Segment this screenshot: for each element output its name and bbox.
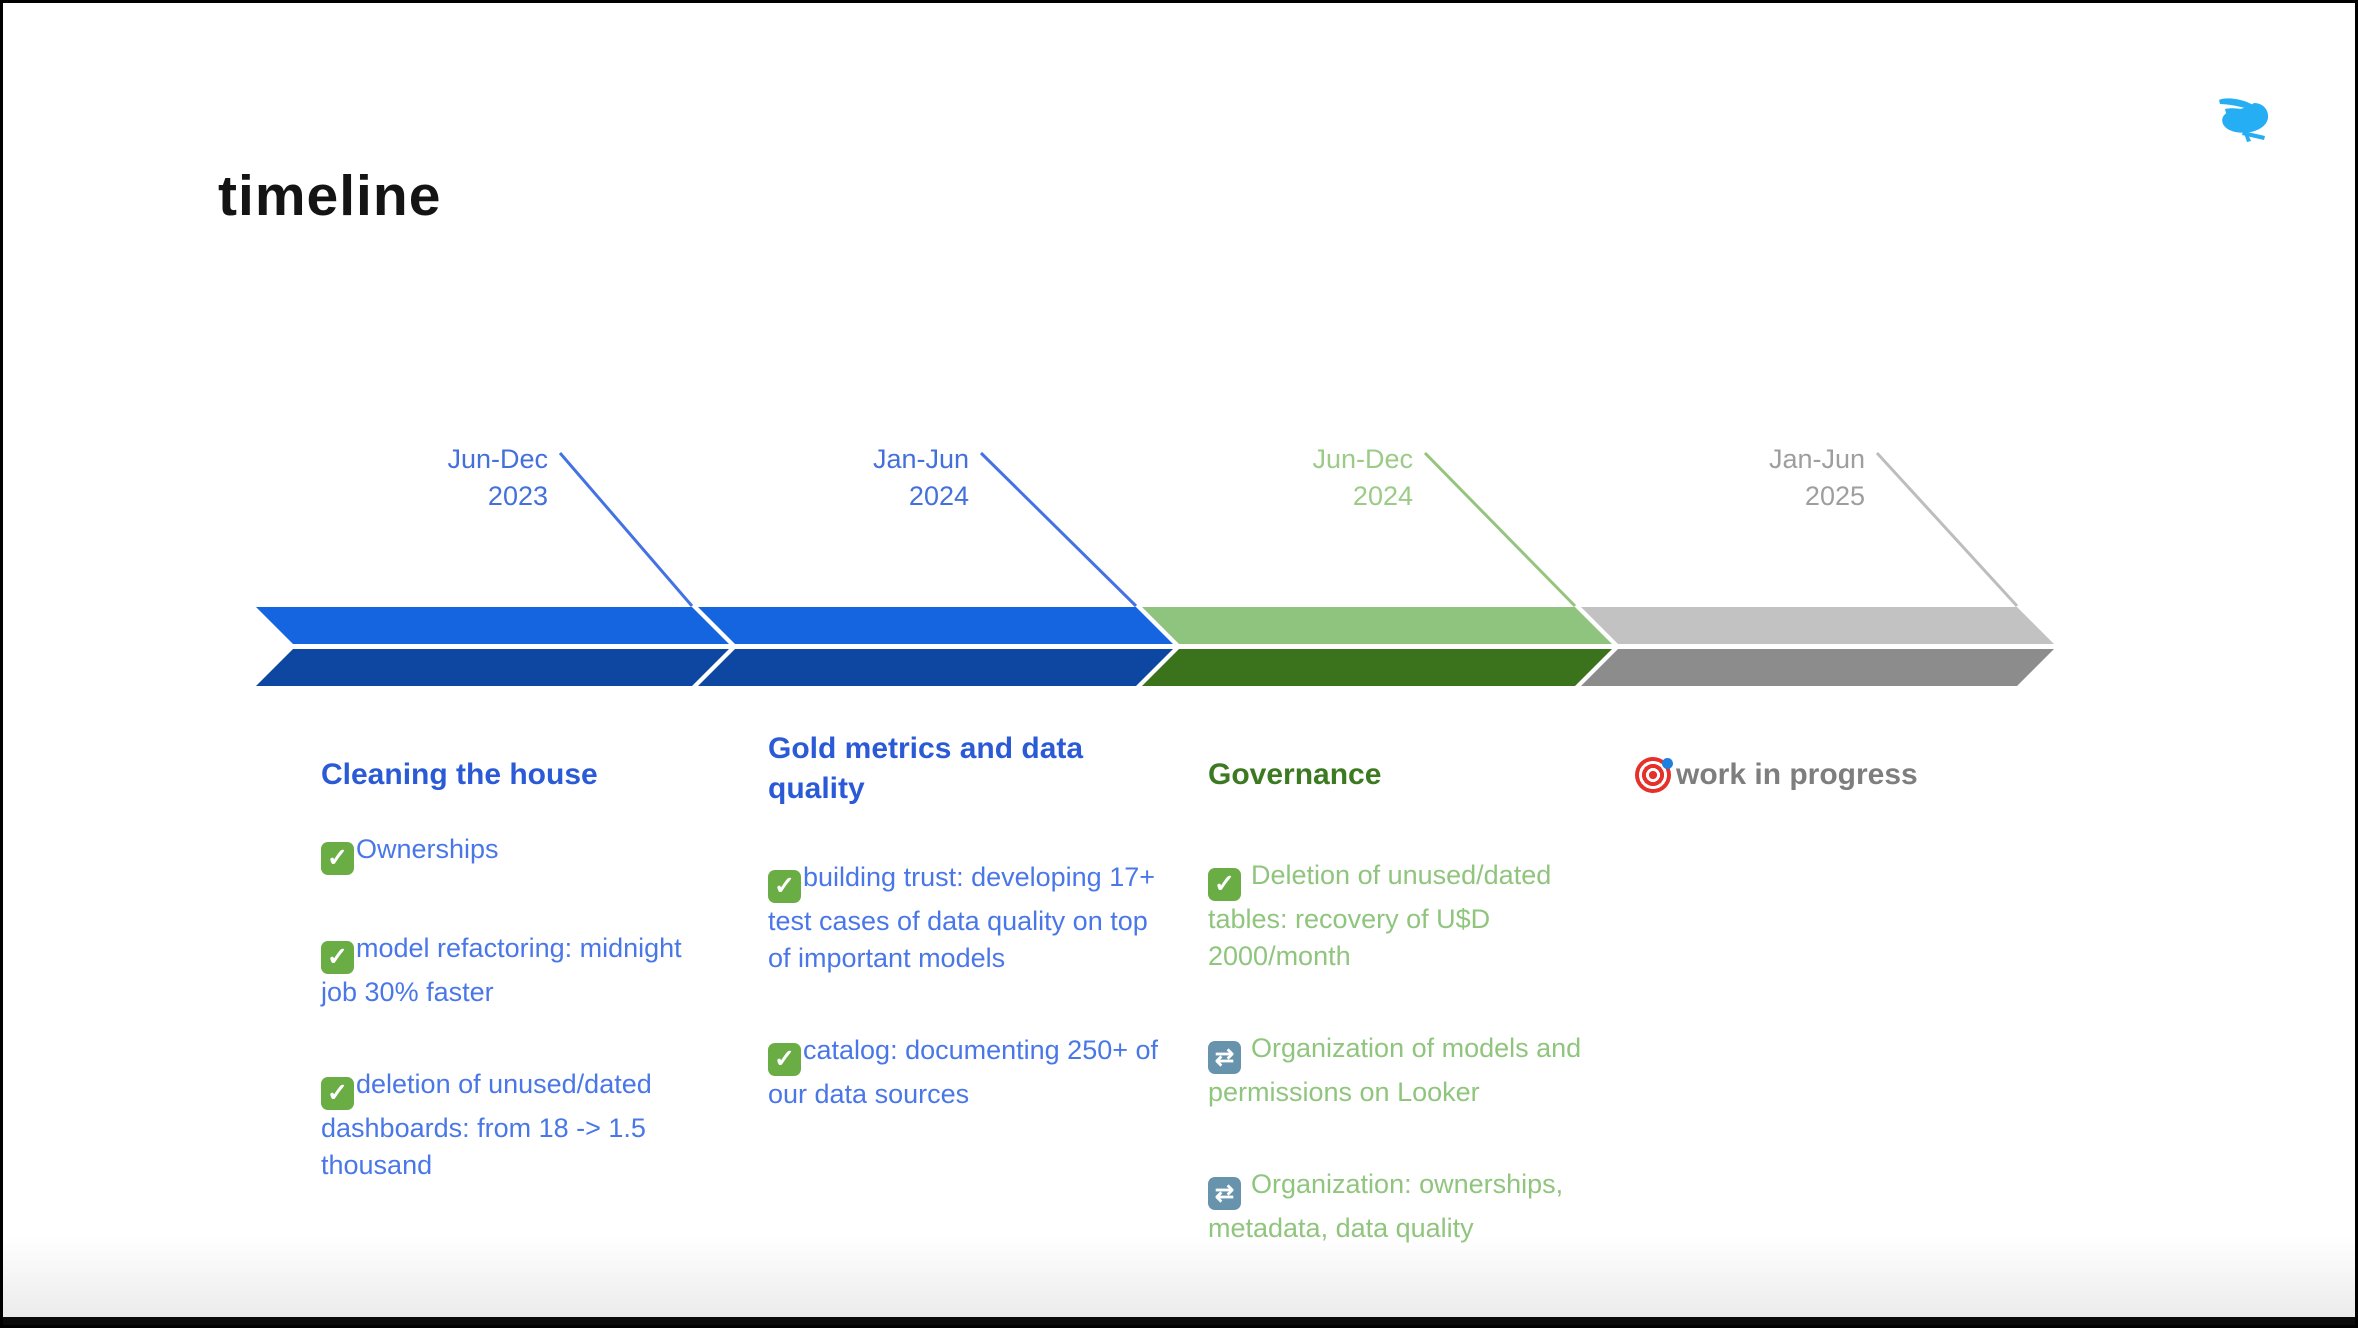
phase-heading: work in progress: [1676, 758, 1918, 791]
period-connector-line: [979, 451, 1138, 608]
arrow-segment: [698, 607, 1173, 644]
refresh-icon: ⇄: [1208, 1041, 1241, 1074]
period-year: 2025: [1804, 481, 1865, 511]
timeline-item: ✓catalog: documenting 250+ of our data s…: [768, 1032, 1168, 1113]
timeline-item: ✓model refactoring: midnight job 30% fas…: [321, 930, 721, 1011]
timeline-item: ✓building trust: developing 17+ test cas…: [768, 859, 1168, 977]
timeline-item: ⇄Organization: ownerships, metadata, dat…: [1208, 1166, 1586, 1247]
check-icon: ✓: [768, 1043, 801, 1076]
check-icon: ✓: [321, 842, 354, 875]
timeline-item: ⇄Organization of models and permissions …: [1208, 1030, 1586, 1111]
arrow-segment: [1142, 649, 1612, 686]
period-label-h2-2023: Jun-Dec 2023: [328, 441, 548, 515]
item-text: Organization of models and permissions o…: [1208, 1033, 1582, 1107]
rabbit-icon: [2213, 87, 2273, 145]
bottom-fade: [3, 1237, 2355, 1317]
period-connector-line: [1875, 451, 2019, 608]
period-year: 2024: [1352, 481, 1413, 511]
bottom-bar: [3, 1317, 2355, 1325]
period-label-h1-2025: Jan-Jun 2025: [1645, 441, 1865, 515]
period-connector-line: [1423, 451, 1577, 608]
period-year: 2024: [908, 481, 969, 511]
period-label-h2-2024: Jun-Dec 2024: [1193, 441, 1413, 515]
phase-column-cleaning-the-house: Cleaning the house ✓Ownerships✓model ref…: [321, 755, 721, 1239]
check-icon: ✓: [321, 1077, 354, 1110]
item-text: Ownerships: [356, 834, 499, 864]
phase-heading: Cleaning the house: [321, 758, 598, 791]
period-months: Jun-Dec: [1312, 444, 1413, 474]
arrow-segment: [256, 649, 729, 686]
period-label-h1-2024: Jan-Jun 2024: [749, 441, 969, 515]
timeline-item: ✓deletion of unused/dated dashboards: fr…: [321, 1066, 721, 1184]
period-months: Jun-Dec: [447, 444, 548, 474]
period-months: Jan-Jun: [1768, 444, 1865, 474]
phase-heading: Gold metrics and data quality: [768, 732, 1084, 805]
item-text: building trust: developing 17+ test case…: [768, 862, 1156, 973]
timeline-arrows: [256, 451, 2054, 686]
check-icon: ✓: [1208, 868, 1241, 901]
period-year: 2023: [487, 481, 548, 511]
phase-items: ✓building trust: developing 17+ test cas…: [768, 859, 1168, 1113]
arrow-segment: [1581, 607, 2054, 644]
item-text: Organization: ownerships, metadata, data…: [1208, 1169, 1564, 1243]
page-title: timeline: [218, 164, 442, 228]
arrow-segment: [1581, 649, 2054, 686]
timeline-item: ✓Ownerships: [321, 831, 721, 875]
check-icon: ✓: [321, 941, 354, 974]
timeline-item: ✓Deletion of unused/dated tables: recove…: [1208, 857, 1586, 975]
arrow-segment: [256, 607, 729, 644]
item-text: deletion of unused/dated dashboards: fro…: [321, 1069, 652, 1180]
check-icon: ✓: [768, 870, 801, 903]
period-connector-line: [558, 452, 694, 607]
phase-heading: Governance: [1208, 758, 1382, 791]
period-months: Jan-Jun: [872, 444, 969, 474]
target-icon: [1635, 757, 1673, 793]
phase-items: ✓Deletion of unused/dated tables: recove…: [1208, 857, 1586, 1247]
arrow-segment: [698, 649, 1173, 686]
phase-column-governance: Governance ✓Deletion of unused/dated tab…: [1208, 755, 1586, 1302]
item-text: model refactoring: midnight job 30% fast…: [321, 933, 682, 1007]
item-text: Deletion of unused/dated tables: recover…: [1208, 860, 1552, 971]
item-text: catalog: documenting 250+ of our data so…: [768, 1035, 1159, 1109]
phase-column-gold-metrics: Gold metrics and data quality ✓building …: [768, 729, 1168, 1168]
arrow-segment: [1142, 607, 1612, 644]
phase-items: ✓Ownerships✓model refactoring: midnight …: [321, 831, 721, 1184]
refresh-icon: ⇄: [1208, 1177, 1241, 1210]
phase-column-work-in-progress: work in progress: [1635, 755, 2035, 795]
